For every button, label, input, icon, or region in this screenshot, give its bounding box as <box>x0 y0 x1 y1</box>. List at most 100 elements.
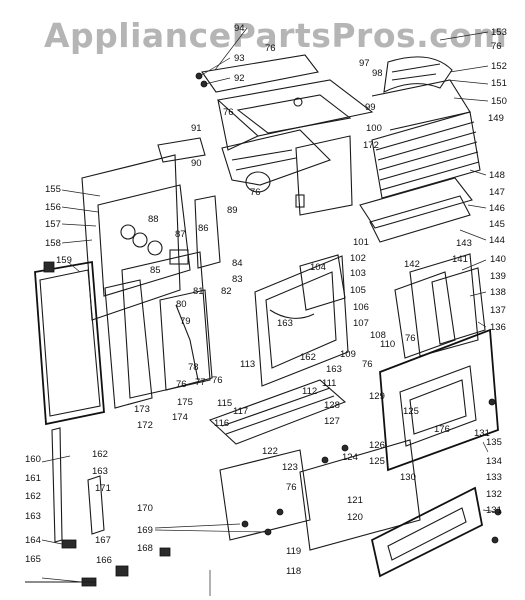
burner-box <box>221 129 353 216</box>
callout-label: 107 <box>353 318 369 329</box>
callout-label: 163 <box>25 511 41 522</box>
storage-drawer <box>379 328 499 472</box>
callout-label: 162 <box>92 449 108 460</box>
callout-label: 117 <box>233 406 248 417</box>
callout-label: 119 <box>286 546 301 557</box>
callout-label: 106 <box>353 302 369 313</box>
callout-label: 76 <box>212 375 223 386</box>
callout-label: 101 <box>353 237 369 248</box>
callout-label: 105 <box>350 285 366 296</box>
callout-label: 77 <box>195 377 206 388</box>
callout-label: 109 <box>340 349 356 360</box>
callout-label: 123 <box>282 462 298 473</box>
cabinet-frame <box>104 251 213 409</box>
callout-label: 159 <box>56 255 72 266</box>
callout-label: 82 <box>221 286 232 297</box>
callout-label: 136 <box>490 322 506 333</box>
callout-label: 137 <box>490 305 506 316</box>
oven-racks <box>359 111 481 243</box>
callout-label: 164 <box>25 535 41 546</box>
hinge-parts <box>25 427 129 587</box>
callout-label: 152 <box>491 61 507 72</box>
parts-drawing <box>25 54 502 587</box>
kick-panel <box>370 486 484 578</box>
callout-label: 86 <box>198 223 209 234</box>
callout-label: 76 <box>405 333 416 344</box>
callout-label: 166 <box>96 555 112 566</box>
callout-label: 162 <box>25 491 41 502</box>
callout-label: 85 <box>150 265 161 276</box>
callout-label: 131 <box>474 428 490 439</box>
callout-label: 169 <box>137 525 153 536</box>
callout-label: 142 <box>404 259 420 270</box>
callout-label: 94 <box>234 23 245 34</box>
callout-label: 171 <box>95 483 111 494</box>
callout-label: 116 <box>214 418 229 429</box>
callout-label: 167 <box>95 535 111 546</box>
callout-label: 83 <box>232 274 243 285</box>
callout-label: 150 <box>491 96 507 107</box>
callout-label: 160 <box>25 454 41 465</box>
callout-label: 125 <box>403 406 419 417</box>
callout-label: 78 <box>188 362 199 373</box>
callout-label: 168 <box>137 543 153 554</box>
callout-label: 172 <box>137 420 153 431</box>
callout-label: 131 <box>486 505 502 516</box>
callout-label: 110 <box>380 339 395 350</box>
side-panel-right <box>394 253 486 359</box>
callout-label: 76 <box>286 482 297 493</box>
callout-label: 162 <box>300 352 316 363</box>
callout-label: 172 <box>363 140 379 151</box>
callout-label: 98 <box>372 68 383 79</box>
callout-label: 76 <box>223 107 234 118</box>
callout-label: 129 <box>369 391 385 402</box>
callout-label: 121 <box>347 495 363 506</box>
callout-label: 87 <box>175 229 186 240</box>
callout-label: 148 <box>489 170 505 181</box>
callout-label: 76 <box>250 187 261 198</box>
callout-label: 139 <box>490 271 506 282</box>
callout-label: 135 <box>486 437 502 448</box>
callout-label: 112 <box>302 386 317 397</box>
callout-label: 81 <box>193 286 204 297</box>
callout-label: 175 <box>177 397 193 408</box>
callout-label: 176 <box>434 424 450 435</box>
oven-door <box>34 260 105 426</box>
callout-label: 122 <box>262 446 278 457</box>
oven-liner <box>254 254 349 387</box>
callout-label: 165 <box>25 554 41 565</box>
callout-label: 88 <box>148 214 159 225</box>
callout-label: 92 <box>234 73 245 84</box>
callout-label: 128 <box>324 400 340 411</box>
callout-label: 93 <box>234 53 245 64</box>
callout-label: 158 <box>45 238 61 249</box>
callout-label: 174 <box>172 412 188 423</box>
leader-lines <box>41 27 499 596</box>
watermark: AppliancePartsPros.com <box>44 16 507 55</box>
callout-label: 163 <box>277 318 293 329</box>
callout-label: 138 <box>490 287 506 298</box>
callout-label: 156 <box>45 202 61 213</box>
callout-label: 111 <box>322 378 336 389</box>
callout-label: 143 <box>456 238 472 249</box>
callout-label: 89 <box>227 205 238 216</box>
callout-label: 103 <box>350 268 366 279</box>
callout-label: 153 <box>491 27 507 38</box>
callout-label: 144 <box>489 235 505 246</box>
callout-label: 151 <box>491 78 507 89</box>
callout-label: 76 <box>362 359 373 370</box>
callout-label: 100 <box>366 123 382 134</box>
callout-label: 102 <box>350 253 366 264</box>
callout-label: 108 <box>370 330 386 341</box>
callout-label: 118 <box>286 566 301 577</box>
callout-label: 163 <box>92 466 108 477</box>
callout-label: 155 <box>45 184 61 195</box>
callout-label: 99 <box>365 102 376 113</box>
callout-label: 125 <box>369 456 385 467</box>
callout-label: 127 <box>324 416 340 427</box>
callout-label: 104 <box>310 262 326 273</box>
small-parts <box>159 72 502 557</box>
callout-label: 163 <box>326 364 342 375</box>
callout-label: 146 <box>489 203 505 214</box>
callout-label: 76 <box>491 41 502 52</box>
